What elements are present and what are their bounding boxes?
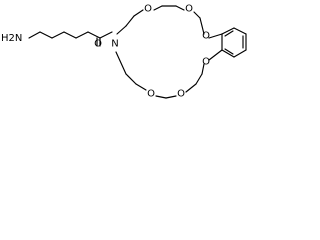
ether-oxygen-label: O (177, 89, 185, 100)
bond (125, 15, 135, 27)
aryl-ether-oxygen-label: O (202, 31, 210, 42)
bond (155, 95, 167, 99)
bond (221, 49, 235, 58)
aromatic-inner-bond (224, 48, 234, 55)
bond (201, 63, 205, 75)
bond (135, 83, 147, 91)
bond (99, 31, 113, 39)
ether-oxygen-label: O (147, 89, 155, 100)
amide-nitrogen-label: N (111, 39, 118, 50)
aromatic-inner-bond (224, 30, 234, 37)
bond-layer (28, 5, 247, 99)
ether-oxygen-label: O (144, 4, 152, 15)
bond (195, 73, 203, 85)
bond (185, 83, 197, 93)
ether-oxygen-label: O (185, 4, 193, 15)
bond (115, 51, 127, 75)
bond (199, 17, 203, 27)
bond (116, 25, 127, 35)
bond (28, 31, 41, 39)
bond (233, 49, 247, 58)
bond (165, 95, 177, 99)
carbonyl-oxygen-label: O (94, 39, 102, 50)
bond (233, 27, 247, 35)
bond (193, 11, 201, 19)
bond (87, 31, 101, 39)
bond (75, 31, 89, 39)
amine-label: H2N (1, 33, 22, 44)
bond (175, 5, 185, 11)
bond (153, 5, 163, 11)
bond (133, 9, 144, 17)
bond (208, 49, 223, 61)
bond (221, 27, 235, 35)
bond (39, 31, 53, 39)
bond (51, 31, 65, 39)
bond (63, 31, 77, 39)
atom-labels: H2N O N O O O O O O (1, 4, 210, 100)
structure-diagram: H2N O N O O O O O O (1, 4, 247, 100)
bond (208, 33, 223, 39)
aryl-ether-oxygen-label: O (202, 57, 210, 68)
bond (125, 73, 137, 85)
bond (201, 25, 205, 35)
